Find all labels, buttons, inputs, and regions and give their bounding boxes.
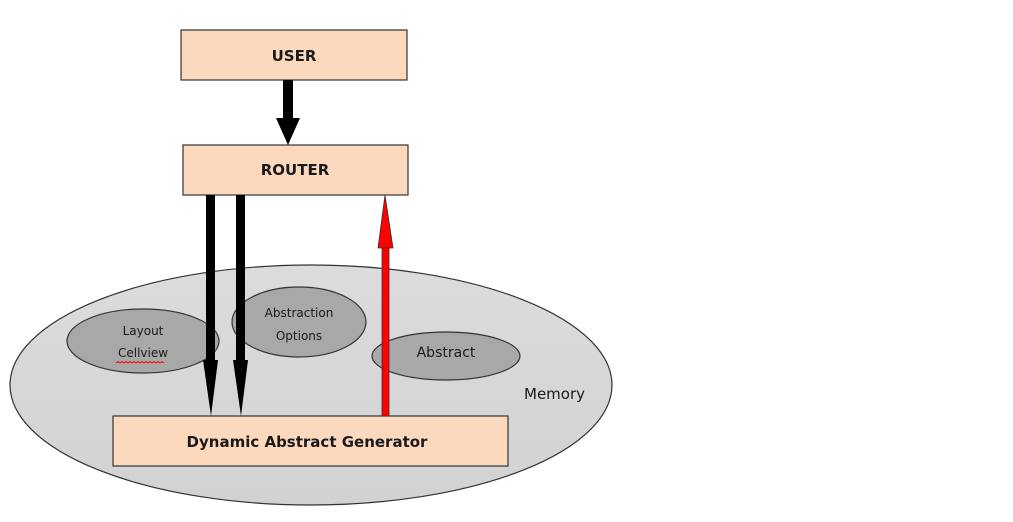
generator-box: [112, 415, 509, 467]
abstraction-options-line1: Abstraction: [265, 306, 334, 320]
user-node: USER: [180, 29, 408, 81]
layout-cellview-node: Layout Cellview: [66, 308, 220, 374]
abstract-ellipse: [371, 331, 521, 381]
arrow-generator-to-router: [377, 194, 394, 417]
arrow-user-to-router: [276, 80, 300, 145]
user-box: [180, 29, 408, 81]
abstract-label: Abstract: [417, 345, 476, 361]
abstraction-options-node: Abstraction Options: [231, 286, 367, 358]
spellcheck-underline: [115, 360, 165, 364]
generator-label: Dynamic Abstract Generator: [187, 433, 428, 451]
router-node: ROUTER: [182, 144, 409, 196]
router-box: [182, 144, 409, 196]
abstraction-options-ellipse: [231, 286, 367, 358]
layout-cellview-line1: Layout: [123, 324, 164, 338]
generator-node: Dynamic Abstract Generator: [112, 415, 509, 467]
arrow-router-to-generator-1: [203, 195, 218, 416]
abstract-node: Abstract: [371, 331, 521, 381]
memory-label: Memory: [524, 385, 585, 403]
layout-cellview-ellipse: [66, 308, 220, 374]
abstraction-options-line2: Options: [276, 329, 322, 343]
router-label: ROUTER: [261, 161, 330, 179]
user-label: USER: [272, 47, 317, 65]
layout-cellview-line2: Cellview: [118, 346, 168, 360]
arrow-router-to-generator-2: [233, 195, 248, 416]
